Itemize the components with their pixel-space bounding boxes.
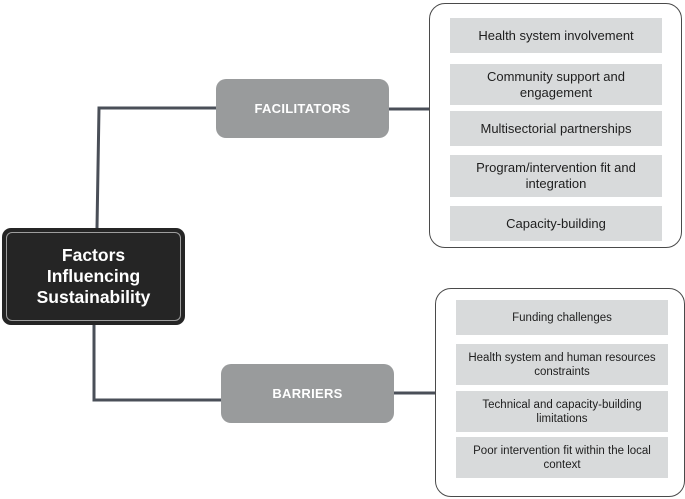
- connector-barriers: [92, 325, 221, 402]
- connector-facilitators: [95, 106, 216, 229]
- barriers-panel: Funding challenges Health system and hum…: [435, 288, 685, 497]
- facilitator-item: Capacity-building: [450, 206, 662, 241]
- barriers-node: BARRIERS: [221, 364, 394, 423]
- facilitator-item: Program/intervention fit and integration: [450, 155, 662, 197]
- central-node-border: Factors Influencing Sustainability: [6, 232, 181, 321]
- central-node: Factors Influencing Sustainability: [2, 228, 185, 325]
- facilitator-item: Health system involvement: [450, 18, 662, 53]
- facilitators-node: FACILITATORS: [216, 79, 389, 138]
- facilitator-item: Community support and engagement: [450, 64, 662, 105]
- barrier-item: Health system and human resources constr…: [456, 344, 668, 385]
- barrier-item: Funding challenges: [456, 300, 668, 335]
- barrier-item: Technical and capacity-building limitati…: [456, 391, 668, 432]
- barrier-item: Poor intervention fit within the local c…: [456, 437, 668, 478]
- central-node-title: Factors Influencing Sustainability: [36, 245, 151, 307]
- facilitators-panel: Health system involvement Community supp…: [429, 3, 682, 248]
- facilitator-item: Multisectorial partnerships: [450, 111, 662, 146]
